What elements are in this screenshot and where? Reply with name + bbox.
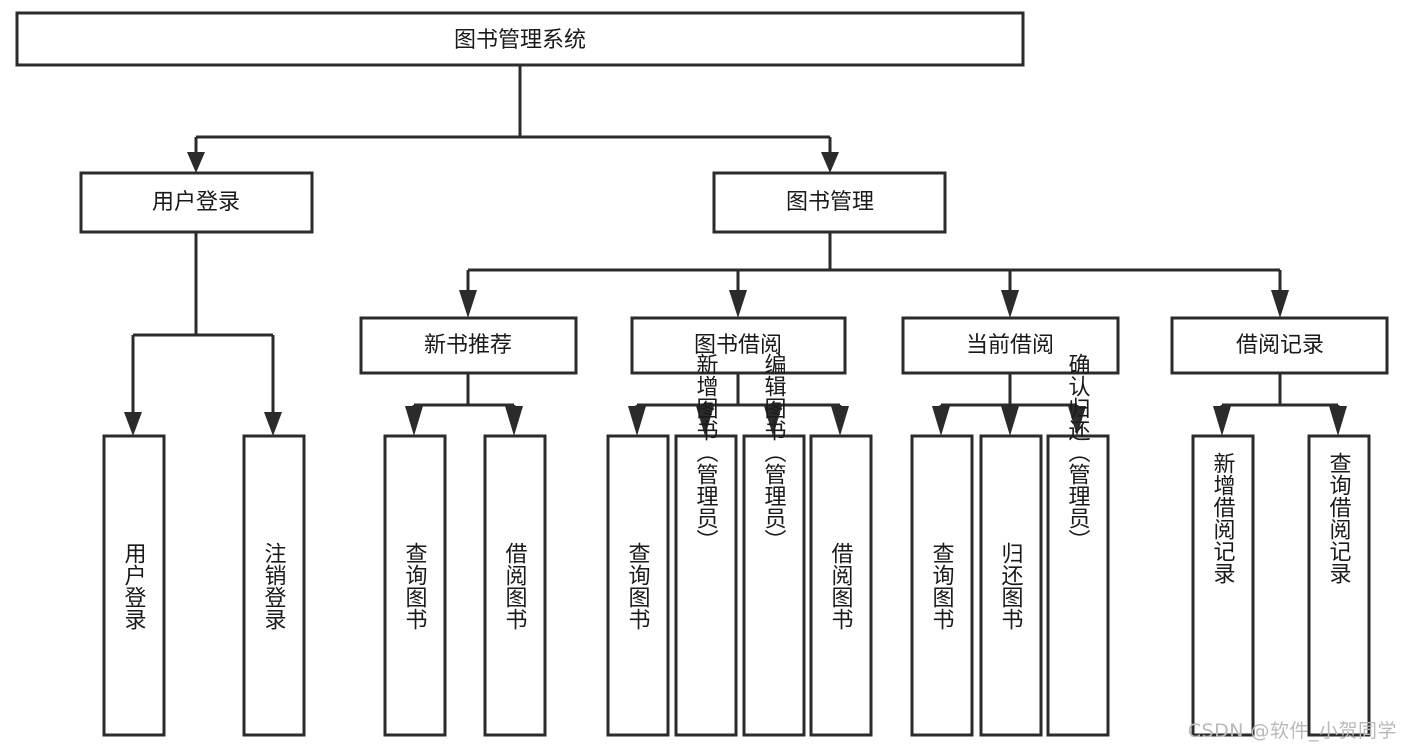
node-borrow-record[interactable]: 借阅记录 bbox=[1170, 316, 1389, 375]
node-book-borrow[interactable]: 图书借阅 bbox=[630, 316, 847, 375]
edge-group-userlogin-to-leaves bbox=[124, 232, 282, 436]
leaf-label-borrowrecord-query: 查询借阅记录 bbox=[1326, 452, 1352, 584]
leaf-label-newbook-query: 查询图书 bbox=[402, 542, 428, 630]
leaf-node-currentborrow-query[interactable]: 查询图书 bbox=[910, 434, 974, 737]
leaf-node-bookborrow-query[interactable]: 查询图书 bbox=[606, 434, 670, 737]
leaf-node-bookborrow-add[interactable]: 新增图书（管理员） bbox=[674, 353, 738, 737]
arrow-head-currentborrow-leaf2 bbox=[1001, 406, 1019, 436]
leaf-box bbox=[102, 434, 166, 737]
node-book-borrow-box bbox=[630, 316, 847, 375]
node-current-borrow-label: 当前借阅 bbox=[966, 333, 1054, 358]
node-new-book-recommend-box bbox=[359, 316, 578, 375]
edge-group-root-to-level2 bbox=[187, 65, 839, 173]
leaf-box bbox=[910, 434, 974, 737]
leaf-box bbox=[1307, 434, 1371, 737]
leaf-label-currentborrow-query: 查询图书 bbox=[929, 542, 955, 630]
node-book-manage[interactable]: 图书管理 bbox=[712, 171, 947, 234]
node-borrow-record-box bbox=[1170, 316, 1389, 375]
arrow-head-currentborrow-leaf3 bbox=[1068, 406, 1086, 436]
leaf-box bbox=[483, 434, 547, 737]
node-book-manage-label: 图书管理 bbox=[786, 190, 874, 215]
node-user-login-box bbox=[79, 171, 314, 234]
arrow-head-current-borrow bbox=[1001, 290, 1019, 318]
leaf-node-newbook-query[interactable]: 查询图书 bbox=[383, 434, 447, 737]
leaf-node-borrowrecord-query[interactable]: 查询借阅记录 bbox=[1307, 434, 1371, 737]
node-user-login-label: 用户登录 bbox=[152, 190, 240, 215]
leaf-label-borrowrecord-add: 新增借阅记录 bbox=[1210, 452, 1236, 584]
leaf-label-bookborrow-query: 查询图书 bbox=[625, 542, 651, 630]
leaf-box bbox=[242, 434, 306, 737]
arrow-head-newbook-leaf1 bbox=[405, 406, 423, 436]
leaf-box bbox=[383, 434, 447, 737]
arrow-head-new-book bbox=[459, 290, 477, 318]
node-root-label: 图书管理系统 bbox=[454, 28, 586, 53]
arrow-head-bookborrow-leaf3 bbox=[764, 406, 782, 436]
leaf-box bbox=[809, 434, 873, 737]
leaf-node-borrowrecord-add[interactable]: 新增借阅记录 bbox=[1191, 434, 1255, 737]
leaf-node-user-login-logout[interactable]: 注销登录 bbox=[242, 434, 306, 737]
node-book-manage-box bbox=[712, 171, 947, 234]
arrow-head-borrow-record bbox=[1271, 290, 1289, 318]
node-user-login[interactable]: 用户登录 bbox=[79, 171, 314, 234]
arrow-head-book-manage bbox=[821, 152, 839, 173]
node-root-box bbox=[15, 11, 1025, 67]
csdn-watermark: CSDN @软件_小贺同学 bbox=[1187, 720, 1397, 742]
arrow-head-bookborrow-leaf1 bbox=[628, 406, 646, 436]
node-borrow-record-label: 借阅记录 bbox=[1236, 333, 1324, 358]
arrow-head-leaf-user-login bbox=[124, 412, 142, 436]
arrow-head-borrowrecord-leaf2 bbox=[1329, 406, 1347, 436]
leaf-node-bookborrow-edit[interactable]: 编辑图书（管理员） bbox=[742, 353, 806, 737]
node-new-book-recommend[interactable]: 新书推荐 bbox=[359, 316, 578, 375]
arrow-head-user-login bbox=[187, 152, 205, 173]
leaf-node-currentborrow-confirm[interactable]: 确认归还（管理员） bbox=[1046, 353, 1110, 737]
arrow-head-leaf-logout bbox=[264, 412, 282, 436]
leaf-label-bookborrow-edit: 编辑图书（管理员） bbox=[761, 353, 787, 551]
edge-group-currentborrow-to-leaves bbox=[932, 373, 1086, 436]
leaf-label-bookborrow-borrow: 借阅图书 bbox=[828, 542, 854, 630]
arrow-head-borrowrecord-leaf1 bbox=[1213, 406, 1231, 436]
node-new-book-recommend-label: 新书推荐 bbox=[424, 333, 512, 358]
arrow-head-bookborrow-leaf2 bbox=[696, 406, 714, 436]
leaf-box bbox=[1046, 434, 1110, 737]
leaf-label-newbook-borrow: 借阅图书 bbox=[502, 542, 528, 630]
node-book-borrow-label: 图书借阅 bbox=[694, 333, 782, 358]
node-current-borrow[interactable]: 当前借阅 bbox=[901, 316, 1120, 375]
arrow-head-book-borrow bbox=[729, 290, 747, 318]
leaf-label-currentborrow-confirm: 确认归还（管理员） bbox=[1065, 353, 1091, 551]
edge-group-newbook-to-leaves bbox=[405, 373, 523, 436]
leaf-label-user-login: 用户登录 bbox=[121, 542, 147, 630]
leaf-label-logout: 注销登录 bbox=[261, 542, 287, 630]
leaf-label-bookborrow-add: 新增图书（管理员） bbox=[693, 353, 719, 551]
leaf-box bbox=[1191, 434, 1255, 737]
leaf-node-bookborrow-borrow[interactable]: 借阅图书 bbox=[809, 434, 873, 737]
arrow-head-bookborrow-leaf4 bbox=[831, 406, 849, 436]
leaf-box bbox=[606, 434, 670, 737]
edge-group-bookborrow-to-leaves bbox=[628, 373, 849, 436]
leaf-label-currentborrow-return: 归还图书 bbox=[998, 542, 1024, 630]
leaf-box bbox=[979, 434, 1043, 737]
node-current-borrow-box bbox=[901, 316, 1120, 375]
leaf-box bbox=[674, 434, 738, 737]
arrow-head-newbook-leaf2 bbox=[505, 406, 523, 436]
leaf-box bbox=[742, 434, 806, 737]
arrow-head-currentborrow-leaf1 bbox=[932, 406, 950, 436]
leaf-node-newbook-borrow[interactable]: 借阅图书 bbox=[483, 434, 547, 737]
edge-group-bookmanage-to-level3 bbox=[459, 232, 1289, 318]
leaf-node-user-login-login[interactable]: 用户登录 bbox=[102, 434, 166, 737]
edge-group-borrowrecord-to-leaves bbox=[1213, 373, 1347, 436]
node-root-system[interactable]: 图书管理系统 bbox=[15, 11, 1025, 67]
leaf-node-currentborrow-return[interactable]: 归还图书 bbox=[979, 434, 1043, 737]
